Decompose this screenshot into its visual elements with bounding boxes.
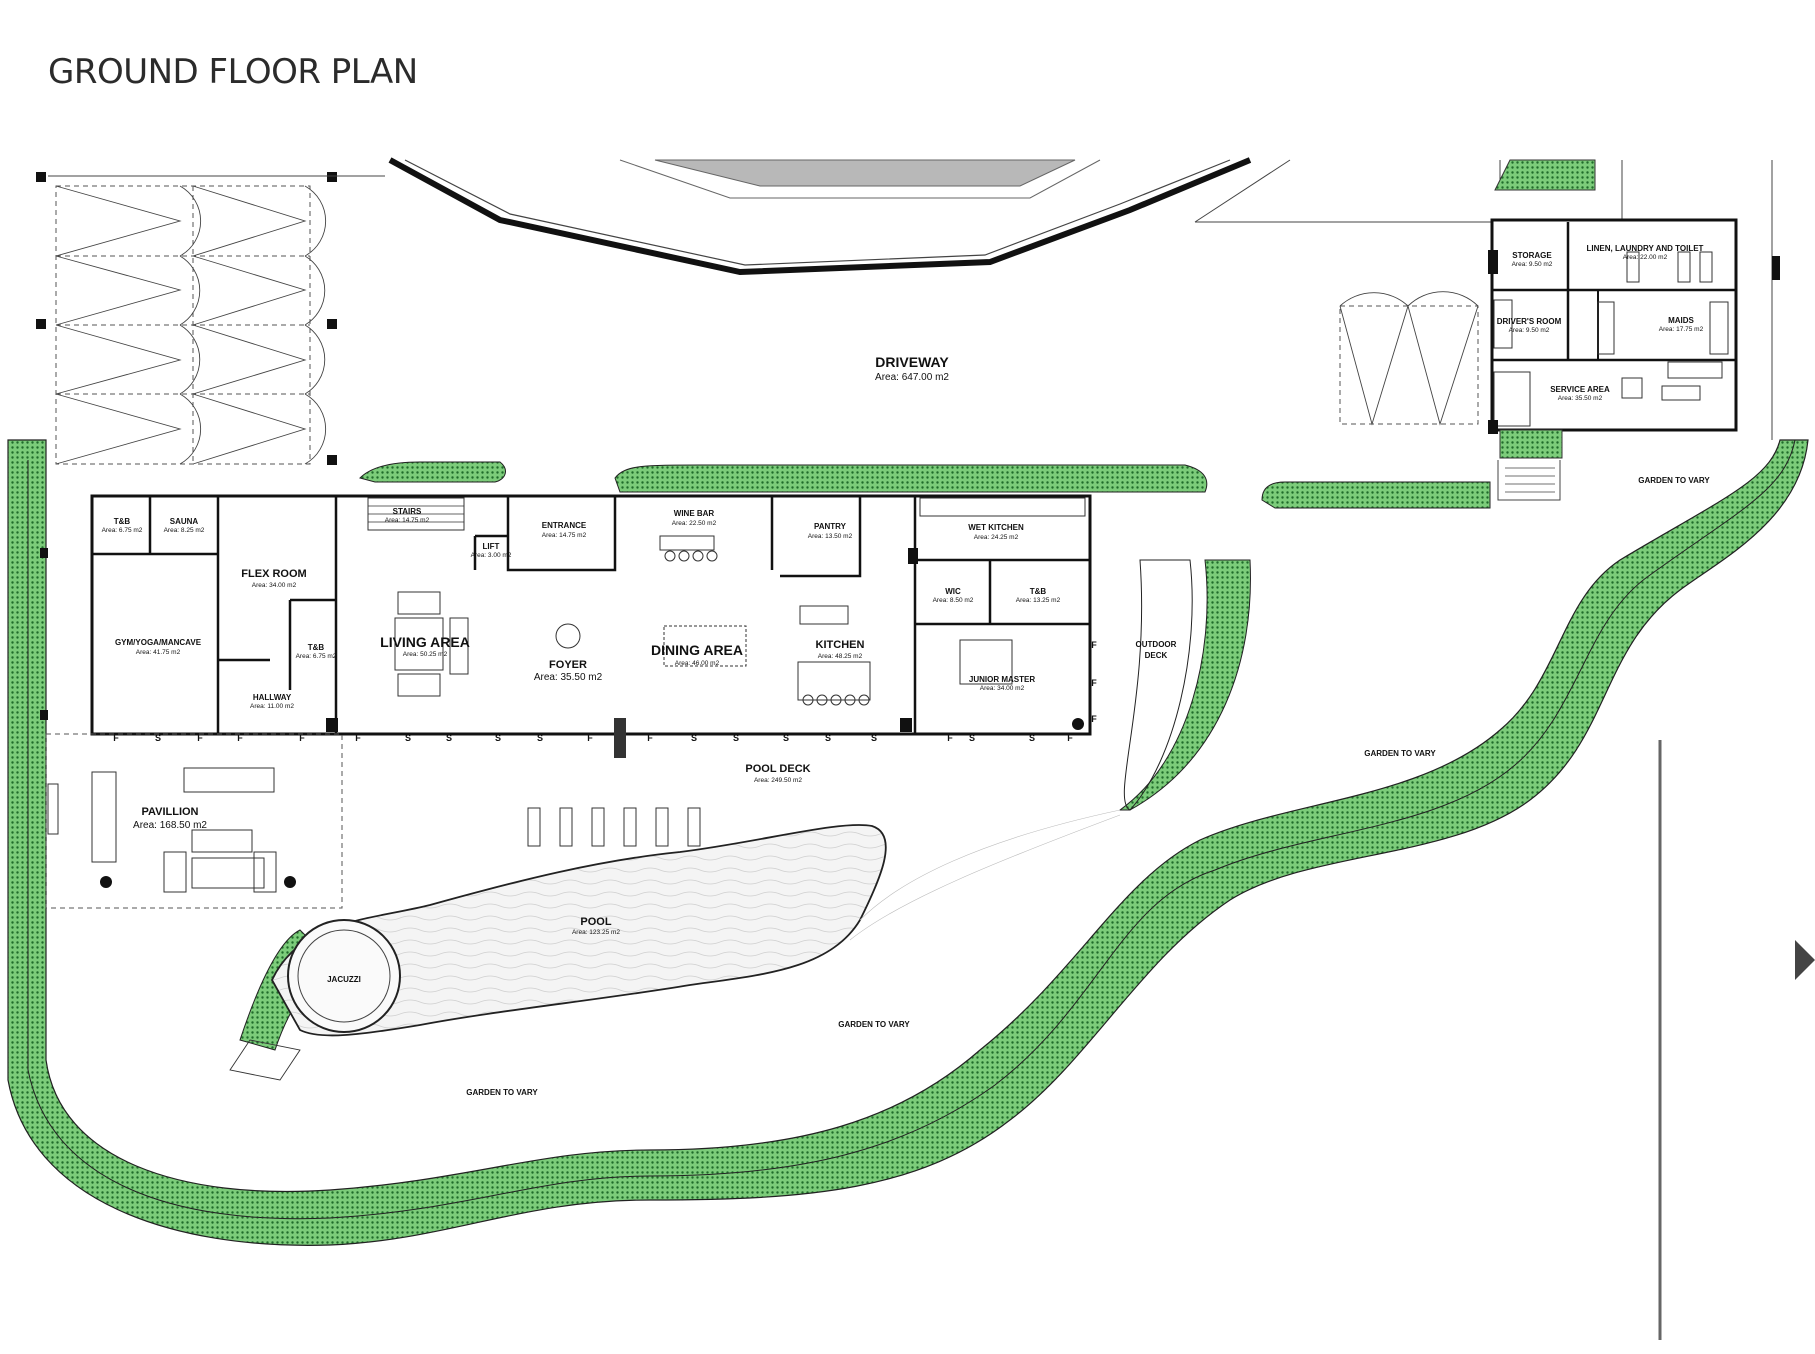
room-area: Area: 17.75 m2	[1659, 326, 1704, 333]
room-area: Area: 34.00 m2	[252, 582, 297, 589]
room-area: Area: 35.50 m2	[534, 672, 603, 683]
room-name: FOYER	[549, 659, 587, 671]
door-tag-fixed: F	[299, 733, 305, 743]
room-name: DRIVEWAY	[875, 354, 949, 370]
room-name: LINEN, LAUNDRY AND TOILET	[1587, 244, 1704, 253]
room-name: DECK	[1145, 651, 1168, 660]
room-name: SAUNA	[170, 517, 199, 526]
room-area: Area: 41.75 m2	[136, 649, 181, 656]
room-area: Area: 50.25 m2	[403, 651, 448, 658]
room-name: OUTDOOR	[1136, 640, 1177, 649]
room-area: Area: 14.75 m2	[385, 517, 430, 524]
door-tag-fixed: F	[113, 733, 119, 743]
room-name: JACUZZI	[327, 975, 361, 984]
room-area: Area: 8.25 m2	[164, 527, 205, 534]
room-labels: DRIVEWAY Area: 647.00 m2 STORAGE Area: 9…	[102, 244, 1711, 1097]
room-name: STAIRS	[393, 507, 422, 516]
room-name: GYM/YOGA/MANCAVE	[115, 638, 202, 647]
door-tag-sliding: S	[871, 733, 877, 743]
carport	[36, 172, 385, 465]
room-name: ENTRANCE	[542, 521, 587, 530]
room-name: SERVICE AREA	[1550, 385, 1610, 394]
garden-label: GARDEN TO VARY	[1364, 749, 1436, 758]
door-tag-sliding: S	[691, 733, 697, 743]
room-name: POOL DECK	[745, 763, 810, 775]
door-tag-fixed: F	[237, 733, 243, 743]
door-tag-sliding: S	[155, 733, 161, 743]
room-name: WET KITCHEN	[968, 523, 1024, 532]
door-tag-fixed: F	[587, 733, 593, 743]
door-tag-fixed: F	[947, 733, 953, 743]
room-name: PANTRY	[814, 522, 847, 531]
room-name: T&B	[114, 517, 131, 526]
room-area: Area: 9.50 m2	[1512, 261, 1553, 268]
door-tag-sliding: S	[405, 733, 411, 743]
garden-label: GARDEN TO VARY	[466, 1088, 538, 1097]
room-name: FLEX ROOM	[241, 568, 306, 580]
door-tag-sliding: S	[537, 733, 543, 743]
room-area: Area: 8.50 m2	[933, 597, 974, 604]
door-tag-sliding: S	[783, 733, 789, 743]
room-area: Area: 35.50 m2	[1558, 395, 1603, 402]
door-tag-sliding: S	[446, 733, 452, 743]
room-name: HALLWAY	[253, 693, 292, 702]
garden-label: GARDEN TO VARY	[838, 1020, 910, 1029]
door-tag-fixed: F	[1091, 678, 1097, 688]
room-name: WINE BAR	[674, 509, 715, 518]
room-name: LIFT	[483, 542, 500, 551]
room-area: Area: 46.00 m2	[675, 660, 720, 667]
room-area: Area: 249.50 m2	[754, 777, 802, 784]
room-area: Area: 13.25 m2	[1016, 597, 1061, 604]
door-tag-sliding: S	[495, 733, 501, 743]
room-name: POOL	[580, 916, 611, 928]
room-name: DRIVER'S ROOM	[1497, 317, 1562, 326]
room-area: Area: 34.00 m2	[980, 685, 1025, 692]
room-area: Area: 123.25 m2	[572, 929, 620, 936]
room-area: Area: 647.00 m2	[875, 372, 949, 383]
door-tag-fixed: F	[647, 733, 653, 743]
room-area: Area: 3.00 m2	[471, 552, 512, 559]
room-area: Area: 24.25 m2	[974, 534, 1019, 541]
room-area: Area: 6.75 m2	[296, 653, 337, 660]
room-area: Area: 168.50 m2	[133, 820, 207, 831]
room-name: T&B	[308, 643, 325, 652]
room-name: STORAGE	[1512, 251, 1552, 260]
door-tag-fixed: F	[355, 733, 361, 743]
door-tag-fixed: F	[1091, 640, 1097, 650]
door-tag-fixed: F	[197, 733, 203, 743]
room-area: Area: 48.25 m2	[818, 653, 863, 660]
room-name: MAIDS	[1668, 316, 1694, 325]
room-area: Area: 13.50 m2	[808, 533, 853, 540]
pool-area	[45, 733, 1815, 1340]
room-name: LIVING AREA	[380, 634, 470, 650]
main-house	[40, 494, 1092, 758]
room-area: Area: 6.75 m2	[102, 527, 143, 534]
door-tags: F S F F F F S S S S F F S S S S S F S S …	[113, 640, 1097, 743]
driveway-boundary	[388, 157, 1495, 276]
room-area: Area: 22.50 m2	[672, 520, 717, 527]
door-tag-fixed: F	[1091, 714, 1097, 724]
garden-label: GARDEN TO VARY	[1638, 476, 1710, 485]
room-name: JUNIOR MASTER	[969, 675, 1035, 684]
room-name: WIC	[945, 587, 961, 596]
room-area: Area: 9.50 m2	[1509, 327, 1550, 334]
room-area: Area: 22.00 m2	[1623, 254, 1668, 261]
page-title: GROUND FLOOR PLAN	[48, 52, 418, 92]
door-tag-sliding: S	[733, 733, 739, 743]
room-name: DINING AREA	[651, 642, 743, 658]
door-tag-sliding: S	[825, 733, 831, 743]
room-area: Area: 14.75 m2	[542, 532, 587, 539]
door-tag-fixed: F	[1067, 733, 1073, 743]
room-name: KITCHEN	[816, 639, 865, 651]
door-tag-sliding: S	[1029, 733, 1035, 743]
room-name: T&B	[1030, 587, 1047, 596]
room-name: PAVILLION	[141, 806, 198, 818]
door-tag-sliding: S	[969, 733, 975, 743]
room-area: Area: 11.00 m2	[250, 703, 294, 710]
service-wing	[1339, 159, 1780, 501]
